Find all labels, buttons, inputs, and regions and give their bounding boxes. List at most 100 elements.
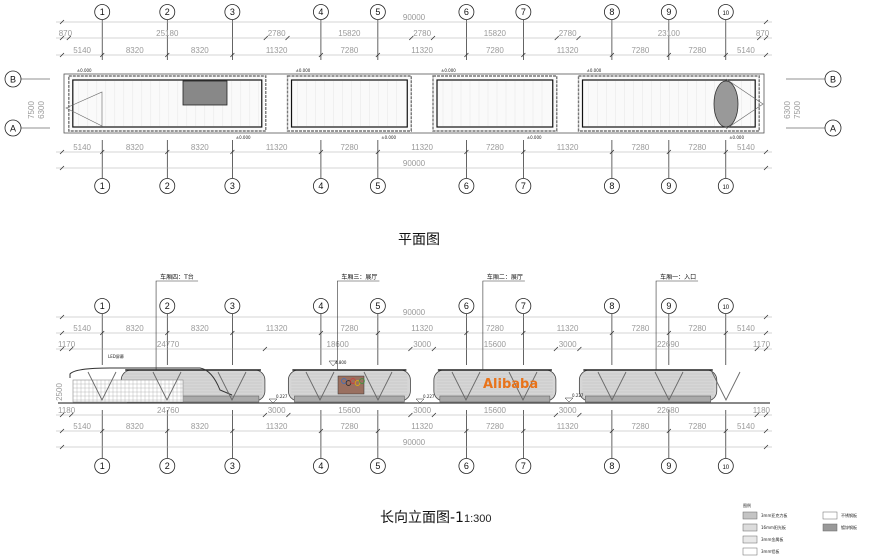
- dim-value: 8320: [191, 143, 209, 152]
- dim-value: 5140: [73, 422, 91, 431]
- dim-value: 3000: [559, 340, 577, 349]
- grid-bubble: [94, 298, 111, 314]
- grid-bubble: [94, 4, 111, 20]
- dim-value: 15820: [484, 29, 507, 38]
- level-mark: ±0.000: [77, 68, 92, 73]
- dim-value: 5140: [73, 46, 91, 55]
- carriage-base: [585, 395, 712, 403]
- dim-tick: [59, 412, 65, 418]
- dim-tick: [763, 19, 769, 25]
- legend-item: 不锈钢板: [841, 512, 857, 518]
- grid-bubble: [660, 4, 677, 20]
- dim-tick: [763, 314, 769, 320]
- dim-tick: [68, 346, 74, 352]
- dim-value: 11320: [557, 422, 579, 431]
- row-label: B: [830, 75, 836, 85]
- grid-bubble: [515, 178, 532, 194]
- dim-tick: [59, 149, 65, 155]
- dim-tick: [99, 52, 105, 58]
- dim-value: 5140: [737, 46, 755, 55]
- grid-label: 8: [609, 301, 614, 311]
- v-support: [451, 371, 481, 402]
- dim-value: 2780: [413, 29, 431, 38]
- plan-carriage-inner: [436, 79, 554, 128]
- dim-value: 7280: [688, 46, 706, 55]
- dim-tick: [763, 346, 769, 352]
- grid-label: 8: [609, 461, 614, 471]
- dim-value: 1180: [753, 406, 771, 415]
- dim-value: 11320: [411, 143, 433, 152]
- olympic-ring: [341, 378, 347, 384]
- dim-value: 3000: [413, 406, 431, 415]
- dim-value: 3000: [413, 340, 431, 349]
- entrance-ramp: [725, 78, 764, 130]
- level-mark: ±0.000: [527, 135, 542, 140]
- v-support: [363, 371, 393, 402]
- grid-bubble: [515, 298, 532, 314]
- dim-value: 7280: [486, 46, 504, 55]
- dim-tick: [763, 52, 769, 58]
- grid-bubble: [94, 178, 111, 194]
- dim-tick: [756, 35, 762, 41]
- legend-item: 3mm铝板: [761, 548, 779, 554]
- grid-bubble: [717, 178, 734, 194]
- dim-tick: [577, 412, 582, 418]
- dim-tick: [723, 428, 729, 434]
- grid-label: 7: [521, 301, 526, 311]
- olympic-ring: [350, 378, 356, 384]
- dim-tick: [754, 346, 760, 352]
- dim-value: 24760: [157, 406, 180, 415]
- dim-tick: [59, 444, 65, 450]
- dim-tick: [59, 52, 65, 58]
- dim-tick: [59, 165, 65, 171]
- dim-value: 5140: [737, 324, 755, 333]
- dim-value: 18600: [327, 340, 350, 349]
- grid-label: 5: [375, 7, 380, 17]
- dim-value: 3000: [268, 406, 286, 415]
- dim-tick: [723, 330, 729, 336]
- dim-value: 25180: [156, 29, 179, 38]
- legend-item: 16mm阳光板: [761, 524, 786, 530]
- dim-tick: [375, 52, 381, 58]
- dim-tick: [375, 428, 381, 434]
- plan-outline: [63, 73, 765, 134]
- dim-tick: [99, 330, 105, 336]
- dim-tick: [554, 35, 560, 41]
- dim-tick: [666, 428, 672, 434]
- grid-bubble: [604, 4, 620, 20]
- dim-value: 11320: [266, 46, 288, 55]
- grid-bubble: [369, 298, 386, 314]
- dim-tick: [609, 149, 615, 155]
- dim-tick: [59, 19, 65, 25]
- dim-tick: [318, 330, 324, 336]
- dim-value: 5140: [73, 324, 91, 333]
- dim-tick: [230, 52, 235, 58]
- dim-tick: [609, 330, 615, 336]
- grid-bubble: [369, 458, 386, 474]
- grid-label: 10: [722, 465, 729, 471]
- dim-value: 11320: [266, 143, 288, 152]
- dim-tick: [165, 52, 170, 58]
- dim-tick: [521, 52, 526, 58]
- grid-bubble: [159, 458, 176, 474]
- side-dimension: 7500: [27, 101, 36, 119]
- dim-tick: [754, 412, 760, 418]
- grid-label: 4: [318, 7, 323, 17]
- dim-tick: [318, 52, 324, 58]
- level-mark: ±0.000: [381, 135, 396, 140]
- grid-label: 9: [666, 7, 671, 17]
- dim-value: 11320: [557, 324, 579, 333]
- dim-tick: [318, 428, 324, 434]
- grid-label: 8: [609, 181, 614, 191]
- v-support: [711, 371, 741, 402]
- dim-tick: [59, 314, 65, 320]
- dim-value: 15600: [484, 340, 507, 349]
- dim-tick: [408, 412, 413, 418]
- car-callout: 车厢四：T台: [160, 273, 194, 281]
- dim-tick: [723, 149, 729, 155]
- v-support: [597, 371, 627, 402]
- car-callout: 车厢二：展厅: [487, 273, 523, 281]
- grid-label: 1: [100, 181, 105, 191]
- grid-label: 7: [521, 181, 526, 191]
- dim-value: 11320: [557, 46, 579, 55]
